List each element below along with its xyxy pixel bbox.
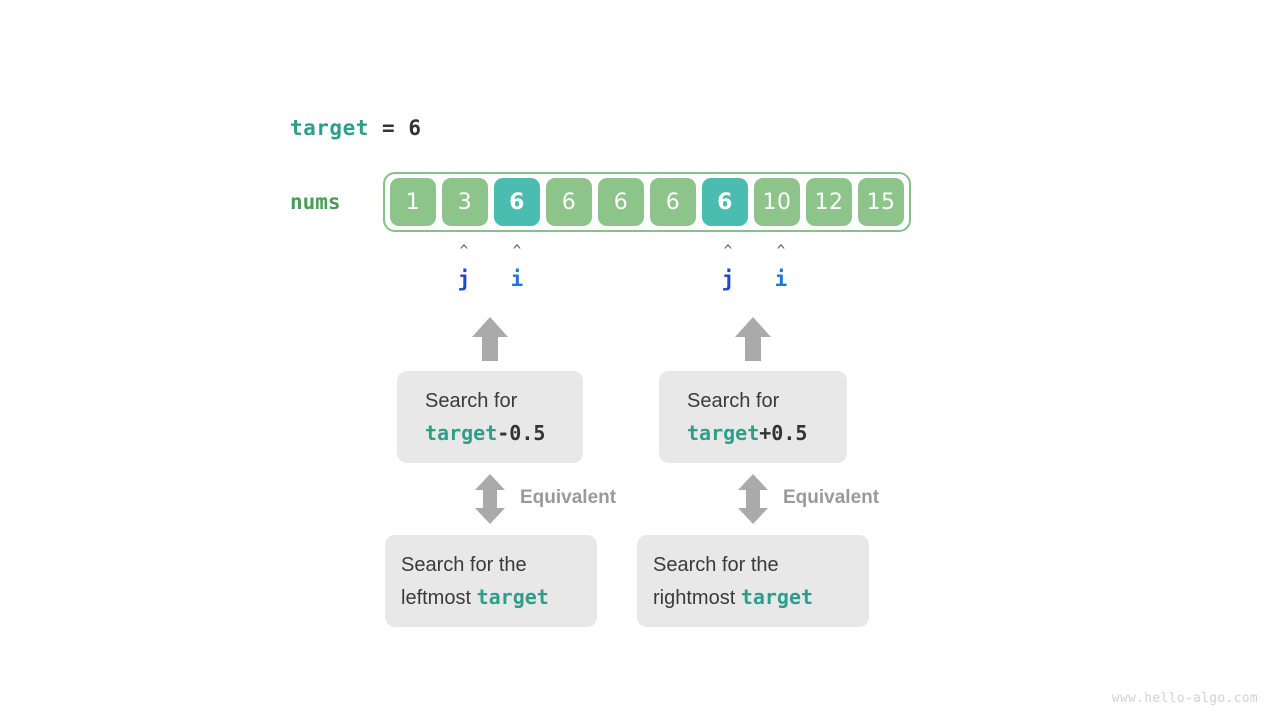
box-line-1: Search for <box>687 389 780 412</box>
array-cell-8[interactable]: 12 <box>806 178 852 226</box>
equivalent-label-left: Equivalent <box>520 487 617 508</box>
array-cell-6[interactable]: 6 <box>702 178 748 226</box>
box-line-2: rightmost target <box>653 581 853 614</box>
arrow-up-left-icon <box>470 315 510 361</box>
box-line-2: target+0.5 <box>687 417 819 450</box>
position-word: leftmost <box>401 586 477 609</box>
array-cell-9[interactable]: 15 <box>858 178 904 226</box>
box-line-2: target-0.5 <box>425 417 555 450</box>
target-token: target <box>740 584 814 609</box>
array-cell-3[interactable]: 6 <box>546 178 592 226</box>
array-cell-5[interactable]: 6 <box>650 178 696 226</box>
pointer-j-left: ^ j <box>444 244 484 290</box>
box-line-2: leftmost target <box>401 581 581 614</box>
array-label: nums <box>290 190 341 214</box>
box-search-target-plus[interactable]: Search for target+0.5 <box>659 371 847 463</box>
offset-token: -0.5 <box>497 420 546 445</box>
equals-operator: = <box>382 116 396 140</box>
equivalent-label-right: Equivalent <box>783 487 880 508</box>
box-search-leftmost-target[interactable]: Search for the leftmost target <box>385 535 597 627</box>
arrow-double-right-icon <box>736 473 770 525</box>
pointer-i-right: ^ i <box>761 244 801 290</box>
offset-token: +0.5 <box>759 420 808 445</box>
box-line-1: Search for the <box>401 553 527 576</box>
target-declaration: target = 6 <box>290 113 421 143</box>
array-cell-4[interactable]: 6 <box>598 178 644 226</box>
pointer-label-j: j <box>721 267 735 291</box>
target-token: target <box>687 420 760 445</box>
caret-up-icon: ^ <box>459 243 469 259</box>
caret-up-icon: ^ <box>512 243 522 259</box>
watermark: www.hello-algo.com <box>1111 691 1258 706</box>
pointer-j-right: ^ j <box>708 244 748 290</box>
target-value: 6 <box>408 116 422 140</box>
pointer-label-j: j <box>457 267 471 291</box>
arrow-double-left-icon <box>473 473 507 525</box>
pointer-label-i: i <box>510 267 524 291</box>
caret-up-icon: ^ <box>776 243 786 259</box>
caret-up-icon: ^ <box>723 243 733 259</box>
box-search-target-minus[interactable]: Search for target-0.5 <box>397 371 583 463</box>
array-cell-7[interactable]: 10 <box>754 178 800 226</box>
array-cell-2[interactable]: 6 <box>494 178 540 226</box>
array-cell-1[interactable]: 3 <box>442 178 488 226</box>
pointer-i-left: ^ i <box>497 244 537 290</box>
box-line-1: Search for the <box>653 553 779 576</box>
arrow-up-right-icon <box>733 315 773 361</box>
position-word: rightmost <box>653 586 741 609</box>
pointer-label-i: i <box>774 267 788 291</box>
array-container: 1 3 6 6 6 6 6 10 12 15 <box>383 172 911 232</box>
target-token: target <box>476 584 549 609</box>
target-keyword: target <box>290 116 369 140</box>
array-cell-0[interactable]: 1 <box>390 178 436 226</box>
box-search-rightmost-target[interactable]: Search for the rightmost target <box>637 535 869 627</box>
target-token: target <box>425 420 498 445</box>
box-line-1: Search for <box>425 389 518 412</box>
